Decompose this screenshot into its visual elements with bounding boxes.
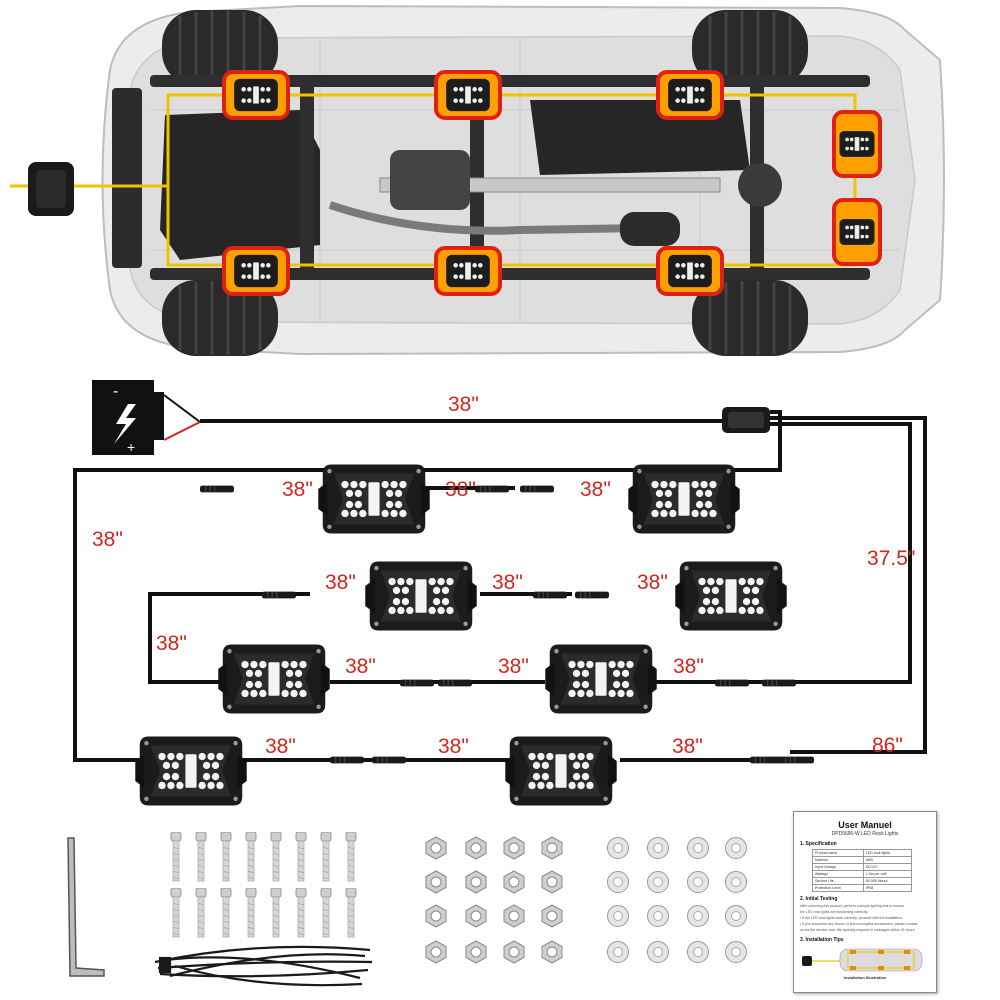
mounted-light <box>832 198 882 266</box>
mounted-light <box>222 70 290 120</box>
mounted-light <box>832 110 882 178</box>
spec-key: Product name <box>812 849 864 857</box>
spec-value: ABS <box>862 856 913 864</box>
driveshaft <box>379 150 782 210</box>
spec-key: Wattage <box>812 870 864 878</box>
bolt-set <box>170 832 357 938</box>
manual-text: the LED rock lights are functioning corr… <box>800 910 869 914</box>
manual-section-specification: 1. Specification <box>800 841 837 847</box>
rock-light-pod <box>365 561 477 631</box>
rock-light-pod <box>628 464 740 534</box>
spec-key: Material <box>812 856 864 864</box>
installation-illustration <box>800 947 928 973</box>
vehicle-underbody <box>10 4 945 358</box>
mounted-light-positions <box>222 70 882 296</box>
length-label: 38" <box>498 655 529 678</box>
mounted-light <box>222 246 290 296</box>
length-label: 38" <box>325 571 356 594</box>
svg-text:+: + <box>127 439 135 455</box>
washer-set <box>607 837 747 963</box>
manual-text: us via the service card. We typically re… <box>800 928 916 932</box>
mounted-light <box>656 246 724 296</box>
exhaust-pipe <box>328 201 641 235</box>
muffler <box>620 212 680 246</box>
battery-leads <box>163 394 201 441</box>
spec-value: LED rock lights <box>862 849 913 857</box>
wiring-diagram: - + <box>73 380 927 806</box>
user-manual: User Manuel DPD5690-W LED Rock Lights 1.… <box>793 811 937 993</box>
spec-value: 1.5w per unit <box>862 870 913 878</box>
length-label: 38" <box>282 478 313 501</box>
manual-text: • If the LED rock lights work correctly,… <box>800 916 903 920</box>
spec-key: Service Life <box>812 877 864 885</box>
battery-icon: - + <box>92 380 164 455</box>
cable-ties <box>154 945 373 987</box>
length-label: 38" <box>637 571 668 594</box>
control-box <box>28 162 74 216</box>
length-label: 38" <box>345 655 376 678</box>
rock-light-pod <box>135 736 247 806</box>
manual-text: After unboxing this product, perform a s… <box>800 904 904 908</box>
mounted-light <box>434 246 502 296</box>
length-label: 38" <box>445 478 476 501</box>
length-label: 38" <box>673 655 704 678</box>
wire-routing <box>73 410 927 762</box>
length-label: 38" <box>265 735 296 758</box>
rock-light-pod <box>545 644 657 714</box>
rock-light-pod <box>675 561 787 631</box>
rock-light-pod <box>218 644 330 714</box>
spec-value: DC12V <box>862 863 913 871</box>
spec-key: Input Voltage <box>812 863 864 871</box>
manual-title: User Manuel <box>838 820 892 830</box>
spec-value: 50,000 Hours <box>862 877 913 885</box>
front-bumper-frame <box>112 88 142 268</box>
length-label-right-tail: 86" <box>872 734 903 757</box>
rock-light-pod <box>318 464 430 534</box>
length-label: 38" <box>492 571 523 594</box>
spec-value: IP68 <box>862 884 913 892</box>
mounted-light <box>656 70 724 120</box>
length-label-left-run: 38" <box>92 528 123 551</box>
length-label: 38" <box>672 735 703 758</box>
nut-set <box>425 836 563 964</box>
rock-light-pod <box>505 736 617 806</box>
accessories <box>67 832 747 987</box>
manual-section-testing: 2. Initial Testing <box>800 896 838 902</box>
installation-caption: Installation Illustration <box>843 975 887 980</box>
manual-subtitle: DPD5690-W LED Rock Lights <box>831 831 899 837</box>
mounted-light <box>434 70 502 120</box>
hex-key-icon <box>67 837 105 977</box>
svg-text:-: - <box>113 383 118 400</box>
length-label: 38" <box>438 735 469 758</box>
length-label-right-run: 37.5" <box>867 547 915 570</box>
length-label: 38" <box>580 478 611 501</box>
manual-section-installation: 3. Installation Tips <box>800 937 844 943</box>
dimension-labels: 38" 38" 37.5" 86" 38" 38" 38" 38" 38" 38… <box>92 393 915 758</box>
length-label-battery: 38" <box>448 393 479 416</box>
length-label: 38" <box>156 632 187 655</box>
skid-plate <box>160 110 320 260</box>
manual-text: • If you encounter any issues or find in… <box>800 922 918 926</box>
spec-key: Protection Level <box>812 884 864 892</box>
splitter-connector <box>722 407 770 433</box>
